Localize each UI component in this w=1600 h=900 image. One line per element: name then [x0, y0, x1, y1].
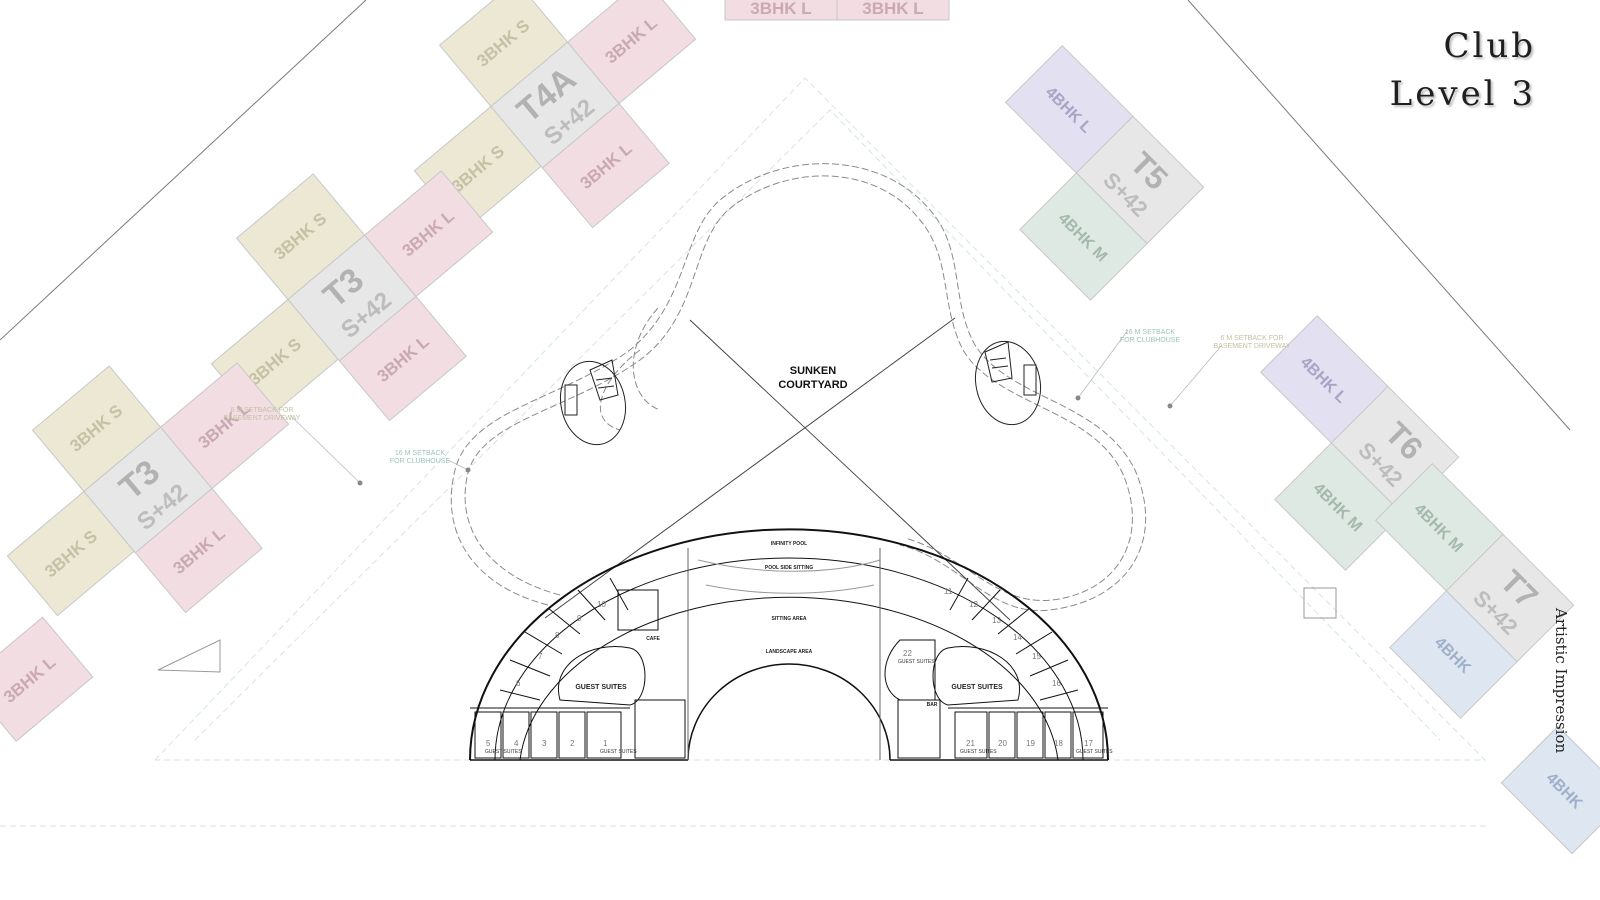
room-number: 3: [542, 739, 547, 748]
tower-t4a: T4A S+42 3BHK S 3BHK S 3BHK L 3BHK L: [413, 0, 697, 232]
stair-pod-right: [975, 340, 1041, 426]
tower-t7: T7 S+42 4BHK M 4BHK: [1374, 462, 1575, 719]
room-number: 5: [486, 739, 491, 748]
stair-pod-left: [560, 359, 626, 446]
room-number: 13: [992, 616, 1001, 625]
suite-caption: GUEST SUITES: [485, 749, 522, 755]
room-number: 12: [969, 600, 978, 609]
room-number: 21: [966, 739, 975, 748]
setback-labels: 16 M SETBACK FOR CLUBHOUSE 6 M SETBACK F…: [224, 329, 1291, 465]
zone-label: INFINITY POOL: [771, 541, 807, 547]
setback-label: 16 M SETBACK: [1125, 329, 1176, 336]
setback-lines: [0, 77, 1490, 827]
callout-dot: [1075, 395, 1081, 401]
setback-label: FOR CLUBHOUSE: [390, 458, 451, 465]
zone-label: CAFE: [646, 636, 660, 642]
clubhouse-plan: [469, 528, 1109, 761]
room-number: 10: [597, 600, 606, 609]
room-number: 1: [603, 739, 608, 748]
callout-dot: [357, 480, 363, 486]
tower-top: 3BHK L 3BHK L: [724, 0, 950, 21]
zone-label: GUEST SUITES: [951, 684, 1003, 691]
tower-right-edge: 4BHK: [1500, 725, 1600, 855]
title-line-2: Level 3: [1389, 74, 1536, 114]
suite-caption: GUEST SUITES: [1076, 749, 1113, 755]
setback-label: BASEMENT DRIVEWAY: [224, 415, 301, 422]
room-numbers: 5 4 3 2 1 6 7 8 9 10 11 12 13 14 15 16 2…: [486, 587, 1093, 748]
setback-label: 6 M SETBACK FOR: [230, 407, 293, 414]
room-number: 8: [555, 631, 560, 640]
room-number: 14: [1013, 633, 1022, 642]
site-boundary: [0, 0, 1571, 431]
room-number: 6: [516, 679, 521, 688]
room-number: 20: [998, 739, 1007, 748]
site-marker: [157, 639, 221, 673]
setback-label: 16 M SETBACK: [395, 450, 446, 457]
site-marker: [1303, 587, 1337, 619]
tower-t3-lower: T3 S+42 3BHK S 3BHK S 3BHK L 3BHK L: [6, 362, 290, 617]
tower-left-edge: 3BHK L: [0, 616, 94, 742]
suite-caption: GUEST SUITES: [960, 749, 997, 755]
setback-label: 6 M SETBACK FOR: [1220, 335, 1283, 342]
zone-label: BAR: [927, 702, 938, 708]
suite-caption: GUEST SUITES: [898, 659, 935, 665]
zone-label: SITTING AREA: [771, 616, 806, 622]
zone-label: POOL SIDE SITTING: [765, 565, 813, 571]
room-number: 17: [1084, 739, 1093, 748]
setback-label: BASEMENT DRIVEWAY: [1214, 343, 1291, 350]
clubhouse-labels: INFINITY POOL POOL SIDE SITTING SITTING …: [575, 541, 1003, 708]
room-number: 4: [514, 739, 519, 748]
suite-caption: GUEST SUITES: [600, 749, 637, 755]
title-line-1: Club: [1443, 26, 1536, 66]
room-number: 18: [1054, 739, 1063, 748]
courtyard-label: SUNKEN: [790, 365, 837, 377]
setback-callouts: [289, 329, 1223, 484]
room-number: 22: [903, 649, 912, 658]
room-number: 7: [538, 652, 543, 661]
unit-label: 3BHK L: [750, 0, 811, 18]
suite-captions: GUEST SUITES GUEST SUITES GUEST SUITES G…: [485, 659, 1113, 755]
room-number: 16: [1052, 679, 1061, 688]
zone-label: GUEST SUITES: [575, 684, 627, 691]
room-number: 15: [1032, 652, 1041, 661]
tower-t5: T5 S+42 4BHK L 4BHK M: [1004, 44, 1205, 301]
tower-t3-upper: T3 S+42 3BHK S 3BHK S 3BHK L 3BHK L: [210, 170, 494, 425]
courtyard-label: COURTYARD: [778, 379, 847, 391]
page-title: Club Level 3: [1390, 22, 1536, 118]
artistic-impression-caption: Artistic Impression: [1552, 608, 1570, 754]
room-number: 2: [570, 739, 575, 748]
room-number: 11: [944, 587, 953, 596]
room-number: 9: [577, 614, 582, 623]
callout-dot: [465, 467, 471, 473]
courtyard-diagonals: [544, 317, 1011, 621]
callout-dot: [1167, 403, 1173, 409]
room-number: 19: [1026, 739, 1035, 748]
setback-label: FOR CLUBHOUSE: [1120, 337, 1181, 344]
unit-label: 3BHK L: [862, 0, 923, 18]
tower-t6: T6 S+42 4BHK L 4BHK M: [1259, 314, 1460, 571]
courtyard-outline: [450, 163, 1147, 612]
zone-label: LANDSCAPE AREA: [766, 649, 813, 655]
